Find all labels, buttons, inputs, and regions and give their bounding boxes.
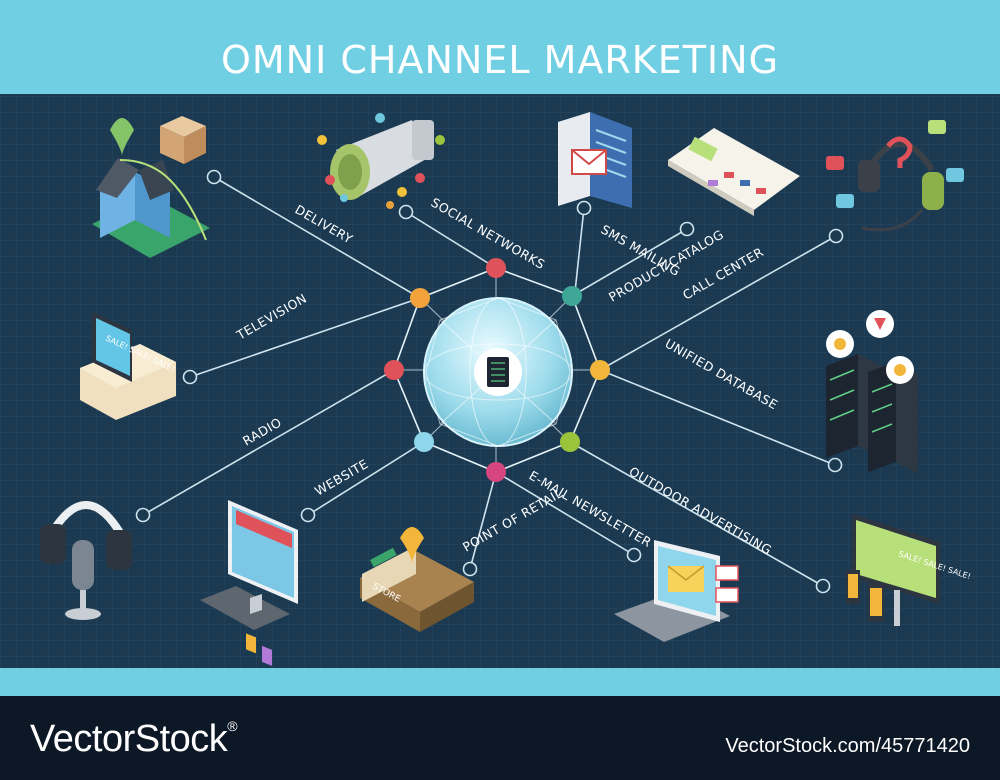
connector-radio: [142, 369, 395, 516]
connector-lines: [142, 176, 837, 587]
emoji-icons: [317, 113, 445, 209]
endpoint-outdoor: [815, 578, 831, 594]
node-bottom-left: [414, 432, 434, 452]
endpoint-radio: [135, 507, 151, 523]
node-bottom-right: [560, 432, 580, 452]
sms-phone-icon: [558, 112, 632, 208]
television-icon: SALE! SALE! SALE!: [80, 312, 176, 420]
central-hub: [393, 267, 601, 473]
connector-social: [405, 211, 497, 269]
endpoint-television: [182, 369, 198, 385]
billboard-icon: SALE! SALE! SALE!: [846, 514, 972, 626]
headset-icon: [826, 120, 964, 232]
microphone-icon: [40, 501, 132, 620]
node-left: [384, 360, 404, 380]
server-icon: [487, 357, 509, 387]
footer-band: [0, 668, 1000, 696]
footer: [0, 696, 1000, 780]
node-top: [486, 258, 506, 278]
connector-catalog: [571, 228, 688, 297]
connector-database: [599, 369, 836, 466]
page-title: OMNI CHANNEL MARKETING: [220, 38, 780, 82]
endpoint-database: [827, 457, 843, 473]
connector-sms: [574, 207, 585, 293]
stock-id: VectorStock.com/45771420: [725, 735, 970, 757]
node-right: [590, 360, 610, 380]
endpoint-newsletter: [626, 547, 642, 563]
connector-endpoints: [135, 169, 844, 594]
connector-website: [307, 441, 425, 516]
connector-retail: [469, 471, 497, 570]
connector-newsletter: [495, 471, 635, 556]
location-pin-icon: [110, 118, 134, 156]
endpoint-retail: [462, 561, 478, 577]
node-top-left: [410, 288, 430, 308]
hub-nodes: [384, 258, 610, 482]
node-top-right: [562, 286, 582, 306]
endpoint-website: [300, 507, 316, 523]
connector-callcenter: [599, 235, 837, 371]
endpoint-delivery: [206, 169, 222, 185]
connector-delivery: [213, 176, 421, 299]
header-band: [0, 0, 1000, 94]
store-icon: STORE: [360, 527, 474, 632]
keyboard-icon: [200, 586, 290, 630]
diagram-board: DELIVERY SOCIAL NETWORKS SMS MAILING PRO…: [0, 94, 1000, 668]
chat-bubble-icon: [826, 156, 844, 170]
catalog-icon: [668, 128, 800, 216]
endpoint-sms: [576, 200, 592, 216]
endpoint-catalog: [679, 221, 695, 237]
computer-icon: [200, 500, 298, 666]
brand-logo: VectorStock®: [30, 718, 238, 760]
connector-television: [189, 297, 421, 378]
house-icon: [92, 116, 210, 258]
connector-outdoor: [569, 441, 824, 587]
endpoint-callcenter: [828, 228, 844, 244]
node-bottom: [486, 462, 506, 482]
parcel-box-icon: [184, 126, 206, 164]
megaphone-icon: [317, 113, 445, 209]
endpoint-social: [398, 204, 414, 220]
location-pin-icon: [400, 527, 424, 564]
laptop-icon: [614, 540, 739, 642]
database-icon: [826, 310, 918, 474]
